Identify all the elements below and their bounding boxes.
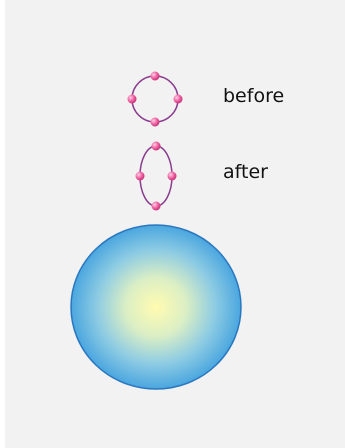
after-ring-icon bbox=[136, 142, 177, 211]
bead-right bbox=[174, 95, 183, 104]
bead-top bbox=[151, 72, 160, 81]
before-ring-icon bbox=[128, 72, 183, 127]
diagram-svg bbox=[5, 0, 345, 448]
gradient-sphere bbox=[71, 225, 241, 389]
before-label: before bbox=[223, 87, 284, 106]
bead-bottom bbox=[151, 118, 160, 127]
bead-left bbox=[128, 95, 137, 104]
diagram-canvas: before after bbox=[5, 0, 345, 448]
bead-top bbox=[152, 142, 161, 151]
bead-right bbox=[168, 172, 177, 181]
bead-left bbox=[136, 172, 145, 181]
after-label: after bbox=[223, 163, 268, 182]
bead-bottom bbox=[152, 202, 161, 211]
